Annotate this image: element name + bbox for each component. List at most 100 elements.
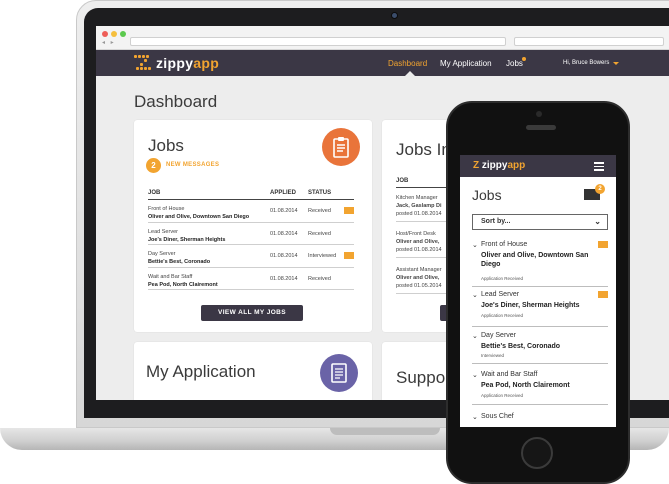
laptop-camera [391,12,398,19]
mobile-page-title: Jobs [472,187,502,203]
job-role: Assistant Manager [396,267,442,273]
brand-logo[interactable]: zippyapp [134,55,219,71]
job-applied-date: 01.08.2014 [270,275,298,282]
back-forward-arrows-icon[interactable]: ◂ ▸ [102,40,116,46]
browser-search-bar[interactable] [514,37,664,46]
zippy-logo-icon [134,55,152,71]
job-role: Wait and Bar Staff [148,273,193,280]
job-place: Bettie's Best, Coronado [148,259,211,265]
column-applied: APPLIED [270,190,297,196]
envelope-icon[interactable] [344,207,354,214]
envelope-icon[interactable] [344,252,354,259]
app-header: zippyapp Dashboard My Application Jobs H… [96,50,669,76]
job-status: Application Received [481,313,524,318]
job-posted-date: posted 01.08.2014 [396,211,442,217]
job-applied-date: 01.08.2014 [270,253,298,259]
job-role: Day Server [481,332,517,339]
maximize-window-button[interactable] [120,31,126,37]
brand-name: zippyapp [156,55,219,71]
job-role: Host/Front Desk [396,231,436,237]
job-place: Oliver and Olive, [396,275,440,281]
job-place: Bettie's Best, Coronado [481,343,561,350]
phone-speaker [526,125,556,130]
zippy-logo-icon: Z [473,160,482,171]
list-item[interactable]: ⌄ Day Server Bettie's Best, Coronado Int… [472,330,608,364]
chevron-down-icon: ⌄ [472,414,478,421]
hamburger-icon[interactable] [594,162,604,173]
support-title: Suppor [396,368,451,387]
minimize-window-button[interactable] [111,31,117,37]
job-role: Day Server [148,251,176,257]
close-window-button[interactable] [102,31,108,37]
chevron-down-icon: ⌄ [472,242,478,249]
job-place: Joe's Diner, Sherman Heights [481,302,580,309]
job-place: Oliver and Olive, Downtown San Diego [481,252,589,268]
envelope-icon[interactable] [598,291,608,298]
job-role: Lead Server [481,291,520,298]
phone-home-button[interactable] [521,437,553,469]
jobs-notification-dot [522,57,526,61]
envelope-icon[interactable] [598,241,608,248]
job-status: Received [308,208,331,214]
job-place: Oliver and Olive, [396,239,440,245]
job-status: Application Received [481,276,524,281]
laptop-notch [330,428,440,435]
job-role: Sous Chef [481,413,514,420]
nav-my-application[interactable]: My Application [440,58,492,68]
view-all-jobs-button[interactable]: VIEW ALL MY JOBS [201,305,303,321]
active-nav-pointer [405,71,415,76]
column-status: STATUS [308,190,332,196]
browser-chrome: ◂ ▸ [96,26,669,50]
column-job: JOB [396,178,409,184]
job-status: Received [308,230,331,237]
mobile-brand-logo[interactable]: Z zippyapp [473,160,525,171]
sort-label: Sort by... [481,218,511,225]
job-status: Received [308,275,331,282]
user-greeting: Hi, Bruce Bowers [563,60,610,66]
clipboard-icon [322,128,360,166]
chevron-down-icon: ⌄ [472,333,478,340]
sort-select[interactable]: Sort by... ⌄ [472,214,608,230]
job-status: Interviewed [308,253,337,259]
address-bar[interactable] [130,37,506,46]
job-applied-date: 01.08.2014 [270,208,298,214]
list-item[interactable]: ⌄ Sous Chef [472,411,608,427]
page-title: Dashboard [134,92,218,111]
brand-suffix: app [193,55,220,71]
job-place: Pea Pod, North Clairemont [148,281,218,288]
list-item[interactable]: ⌄ Wait and Bar Staff Pea Pod, North Clai… [472,369,608,405]
new-messages-count[interactable]: 2 [146,158,161,173]
mobile-message-count[interactable]: 2 [595,184,605,194]
phone-screen: Z zippyapp Jobs 2 Sort by... ⌄ ⌄ Front of… [460,155,616,427]
envelope-icon[interactable] [584,189,600,200]
job-status: Interviewed [481,353,505,358]
jobs-table-header: JOB APPLIED STATUS [148,188,354,200]
document-icon [320,354,358,392]
job-role: Wait and Bar Staff [481,371,538,378]
list-item[interactable]: ⌄ Front of House Oliver and Olive, Downt… [472,239,608,287]
nav-dashboard[interactable]: Dashboard [388,58,428,68]
job-place: Pea Pod, North Clairemont [481,382,570,389]
mobile-brand-suffix: app [507,160,526,171]
user-menu[interactable]: Hi, Bruce Bowers [563,50,620,76]
job-place: Oliver and Olive, Downtown San Diego [148,214,250,220]
new-messages-label[interactable]: NEW MESSAGES [166,162,220,168]
phone-camera [536,111,542,117]
list-item[interactable]: ⌄ Lead Server Joe's Diner, Sherman Heigh… [472,289,608,327]
jobs-card-title: Jobs [148,136,184,155]
nav-jobs[interactable]: Jobs [506,58,523,68]
job-role: Kitchen Manager [396,195,438,201]
column-job: JOB [148,190,161,196]
job-place: Jack, Gaslamp Di [396,203,442,209]
job-posted-date: posted 01.08.2014 [396,247,442,253]
chevron-down-icon: ⌄ [594,217,601,226]
job-applied-date: 01.08.2014 [270,230,298,237]
my-application-card: My Application [134,342,372,400]
mobile-header: Z zippyapp [460,155,616,177]
